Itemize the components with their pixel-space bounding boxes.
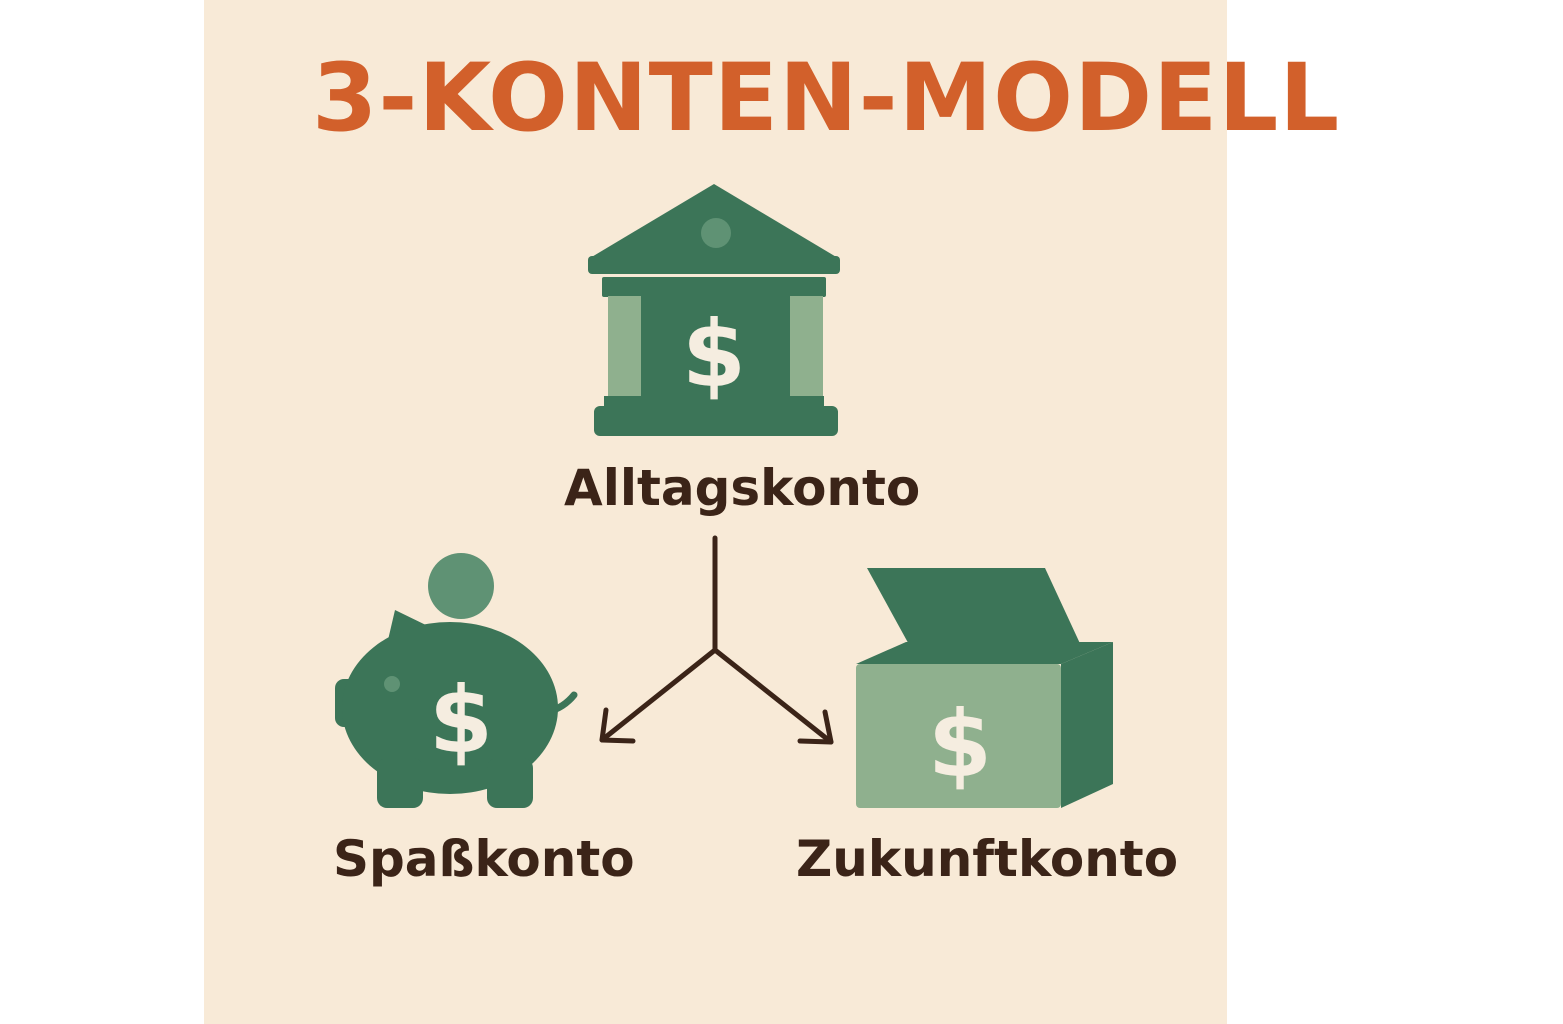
box-dollar-sign: $ [928,691,992,798]
account-label-spasskonto: Spaßkonto [333,830,635,888]
split-arrows [599,535,834,745]
bank-icon: $ [588,184,840,436]
account-label-zukunftkonto: Zukunftkonto [796,830,1179,888]
box-icon: $ [856,568,1113,808]
background-panel [204,0,1227,1024]
diagram-title: 3-KONTEN-MODELL [312,44,1341,153]
bank-dollar-sign: $ [682,301,746,408]
account-label-alltagskonto: Alltagskonto [564,459,921,517]
piggy-bank-icon: $ [335,553,578,808]
piggy-dollar-sign: $ [429,667,493,774]
